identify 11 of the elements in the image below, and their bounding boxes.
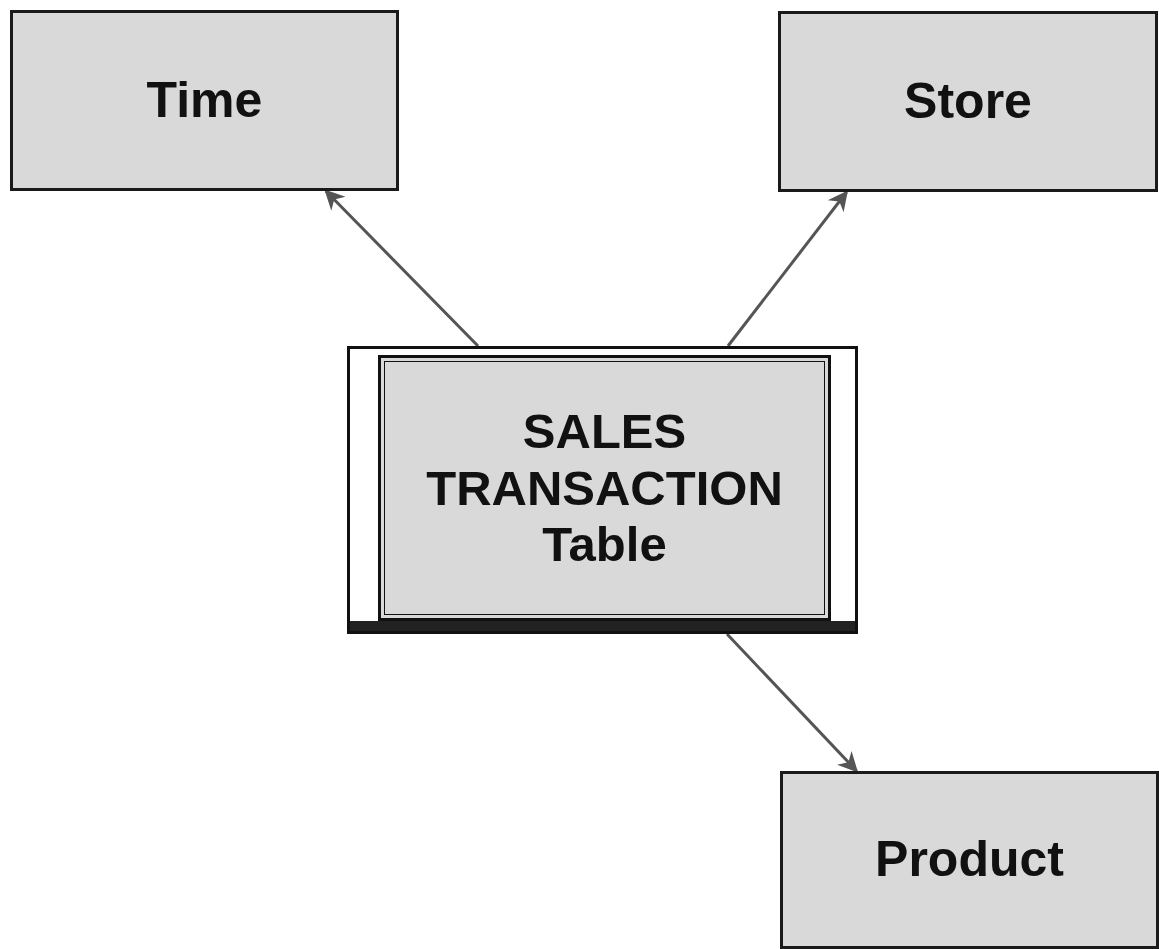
node-label: SALES TRANSACTION Table <box>425 403 784 573</box>
arrow <box>324 189 480 348</box>
table-box <box>347 346 858 634</box>
entity-box <box>778 11 1158 192</box>
node-label: Store <box>904 72 1032 131</box>
arrow <box>725 632 859 773</box>
arrow <box>726 190 848 347</box>
entity-box <box>10 10 399 191</box>
node-label: Time <box>146 71 263 130</box>
entity-box <box>780 771 1159 949</box>
node-label: Product <box>875 831 1064 889</box>
